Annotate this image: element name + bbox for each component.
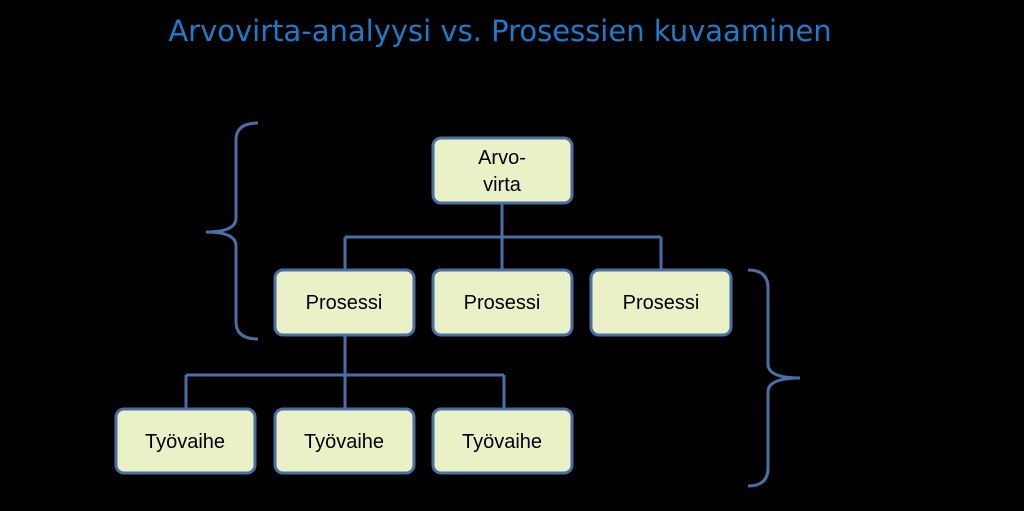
node-task-1: Työvaihe — [114, 407, 257, 475]
node-task-2-label: Työvaihe — [304, 431, 384, 453]
node-process-1-label: Prosessi — [306, 292, 383, 314]
slide-title: Arvovirta-analyysi vs. Prosessien kuvaam… — [168, 14, 832, 48]
connector-root-to-processes — [343, 203, 663, 270]
node-process-3-label: Prosessi — [623, 292, 700, 314]
right-brace — [747, 268, 801, 488]
node-process-1: Prosessi — [273, 268, 416, 337]
node-task-1-label: Työvaihe — [145, 431, 225, 453]
node-process-2: Prosessi — [431, 268, 574, 337]
node-process-3-box — [589, 268, 733, 337]
node-process-1-box — [273, 268, 416, 337]
node-value-stream-label-line1: Arvo- — [478, 147, 526, 169]
node-value-stream-label-line2: virta — [483, 174, 522, 196]
node-task-3-label: Työvaihe — [462, 431, 542, 453]
node-task-3: Työvaihe — [431, 407, 574, 475]
connector-process-to-tasks — [184, 335, 506, 409]
node-task-2: Työvaihe — [273, 407, 416, 475]
node-value-stream-box — [431, 136, 574, 205]
node-process-2-box — [431, 268, 574, 337]
node-value-stream: Arvo- virta — [431, 136, 574, 205]
node-process-2-label: Prosessi — [464, 292, 541, 314]
node-task-2-box — [273, 407, 416, 475]
node-task-1-box — [114, 407, 257, 475]
node-process-3: Prosessi — [589, 268, 733, 337]
left-brace — [205, 121, 259, 341]
node-task-3-box — [431, 407, 574, 475]
